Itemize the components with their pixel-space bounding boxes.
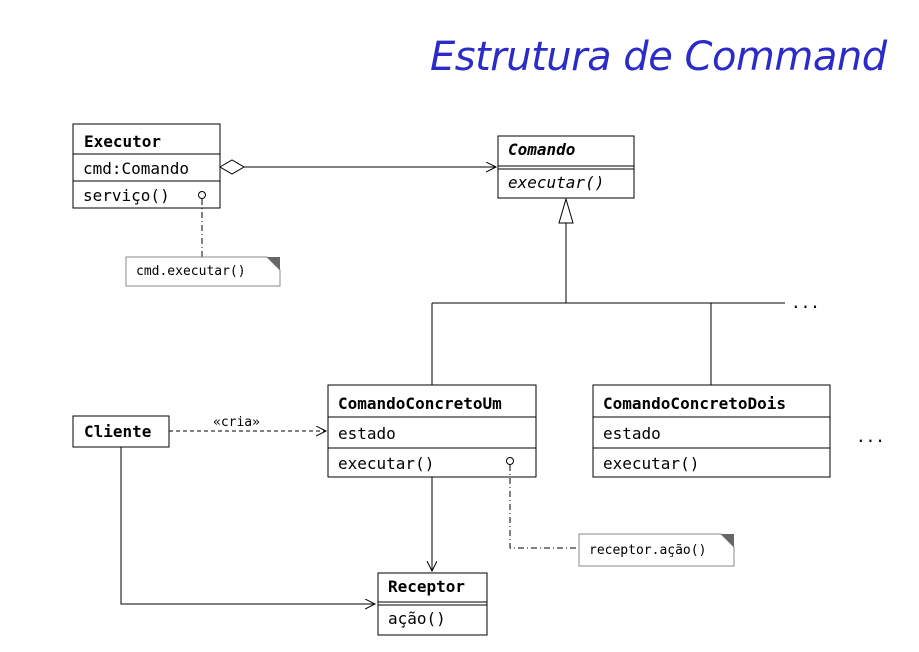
concreto-note-text: receptor.ação() (589, 543, 706, 558)
receptor-operation: ação() (388, 609, 446, 628)
note-concreto: receptor.ação() (578, 533, 735, 567)
receptor-class-name: Receptor (388, 577, 465, 596)
association-cliente-receptor (120, 447, 375, 604)
comando-concreto-dois-operation: executar() (603, 454, 699, 473)
executor-note-text: cmd.executar() (136, 264, 246, 279)
comando-concreto-dois-attribute: estado (603, 424, 661, 443)
class-comando-concreto-um[interactable]: ComandoConcretoUm estado executar() (327, 384, 537, 478)
aggregation-diamond (219, 159, 245, 175)
concreto-note-anchor (506, 457, 514, 465)
classes-ellipsis: ... (856, 427, 885, 446)
concreto-note-link (509, 465, 578, 549)
class-comando[interactable]: Comando executar() (497, 135, 635, 199)
comando-class-name: Comando (508, 140, 575, 159)
generalization-comando (431, 197, 785, 385)
comando-concreto-um-class-name: ComandoConcretoUm (338, 394, 502, 413)
aggregation-executor-comando (219, 159, 496, 175)
class-cliente[interactable]: Cliente (72, 415, 170, 448)
hierarchy-ellipsis: ... (791, 293, 820, 312)
generalization-triangle (558, 197, 574, 224)
comando-concreto-um-attribute: estado (338, 424, 396, 443)
executor-attribute: cmd:Comando (83, 159, 189, 178)
executor-note-anchor (198, 191, 206, 199)
cliente-class-name: Cliente (84, 422, 151, 441)
class-executor[interactable]: Executor cmd:Comando serviço() (72, 123, 221, 209)
class-comando-concreto-dois[interactable]: ComandoConcretoDois estado executar() (592, 384, 831, 478)
cria-stereotype-label: «cria» (213, 415, 260, 430)
diagram-title: Estrutura de Command (430, 34, 887, 80)
executor-operation: serviço() (83, 186, 170, 205)
comando-operation: executar() (508, 173, 604, 192)
class-receptor[interactable]: Receptor ação() (377, 572, 488, 636)
comando-concreto-um-operation: executar() (338, 454, 434, 473)
note-executor: cmd.executar() (125, 256, 281, 287)
comando-concreto-dois-class-name: ComandoConcretoDois (603, 394, 786, 413)
executor-class-name: Executor (84, 132, 161, 151)
